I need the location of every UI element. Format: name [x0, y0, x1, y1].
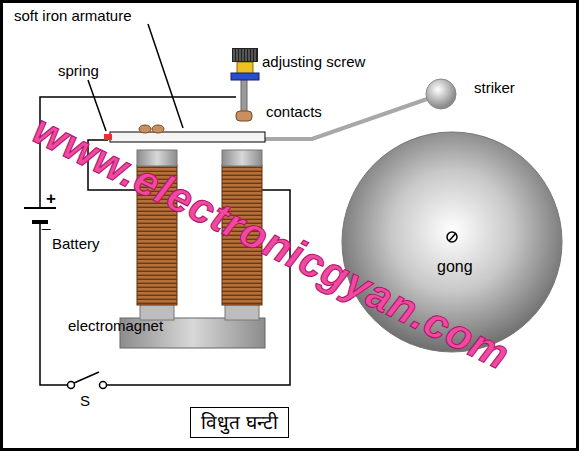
screw-nut [231, 73, 259, 80]
leader-line [148, 24, 183, 128]
switch-label: S [80, 393, 90, 410]
part-label: spring [58, 63, 99, 80]
switch-terminal [100, 382, 107, 389]
part-label: adjusting screw [262, 54, 365, 71]
knurl-stroke [252, 49, 253, 61]
screw-shaft [241, 78, 247, 112]
part-label: soft iron armature [14, 8, 132, 25]
leader-line [88, 80, 106, 131]
pole-piece [222, 150, 262, 166]
contact [236, 111, 252, 121]
knurl-stroke [246, 49, 247, 61]
contact-blob [152, 125, 164, 133]
polarity-sign: _ [42, 214, 50, 231]
knurl-stroke [240, 49, 241, 61]
part-label: gong [437, 258, 473, 276]
knurl-stroke [255, 49, 256, 61]
knurl-stroke [249, 49, 250, 61]
switch-terminal [68, 382, 75, 389]
part-label: electromagnet [68, 318, 163, 335]
contact-blob [139, 125, 151, 133]
screw-body [237, 62, 253, 74]
part-label: striker [474, 80, 515, 97]
gong-screw [447, 232, 457, 242]
screw-head [232, 48, 258, 62]
caption-box: विधुत घन्टी [190, 407, 289, 438]
knurl-stroke [234, 49, 235, 61]
striker [426, 79, 456, 109]
part-label: contacts [266, 104, 322, 121]
striker-arm [262, 98, 430, 139]
switch-lever [74, 372, 99, 383]
part-label: Battery [52, 236, 100, 253]
knurl-stroke [243, 49, 244, 61]
armature [110, 132, 265, 142]
polarity-sign: + [46, 190, 56, 209]
knurl-stroke [237, 49, 238, 61]
